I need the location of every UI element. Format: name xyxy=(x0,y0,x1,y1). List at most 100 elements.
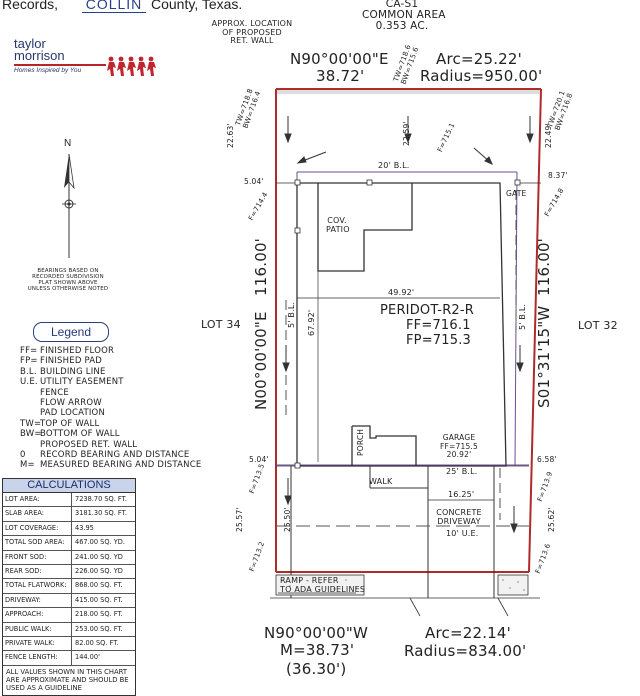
calc-value: 218.00 SQ. FT. xyxy=(75,610,123,619)
calc-label: DRIVEWAY: xyxy=(3,593,72,608)
driveway-width: 16.25' xyxy=(448,490,475,499)
bottom-arc: Arc=22.14' xyxy=(425,624,511,642)
legend-key: TW= xyxy=(20,418,42,429)
calc-value: 226.00 SQ. YD xyxy=(75,566,123,575)
top-distance: 38.72' xyxy=(316,67,365,85)
legend-item: FP=FINISHED PAD xyxy=(20,356,201,366)
dim-504-bottom: 5.04' xyxy=(249,455,269,464)
ramp-note: RAMP - REFER TO ADA GUIDELINES xyxy=(280,576,366,594)
calc-label: SLAB AREA: xyxy=(3,507,72,521)
ramp-dots xyxy=(281,579,525,591)
legend-item: FLOW ARROW xyxy=(20,398,201,408)
walk-label: WALK xyxy=(369,477,393,486)
calc-value: 868.00 SQ. FT. xyxy=(75,581,123,590)
approach-line-left xyxy=(409,597,421,617)
dim-2550: 25.50' xyxy=(283,507,292,532)
calc-row: FRONT SOD:241.00 SQ. YD xyxy=(3,550,135,565)
garage-label: GARAGE FF=715.5 20.92' xyxy=(440,433,478,460)
calc-label: LOT COVERAGE: xyxy=(3,521,72,536)
side-bl-left: 5' B.L. xyxy=(287,301,296,328)
dim-2557: 25.57' xyxy=(235,507,244,532)
calc-row: PRIVATE WALK:82.00 SQ. FT. xyxy=(3,636,135,652)
calc-label: APPROACH: xyxy=(3,608,72,622)
legend-desc: RECORD BEARING AND DISTANCE xyxy=(40,450,190,461)
common-area-label: CA-S1 COMMON AREA 0.353 AC. xyxy=(362,0,446,32)
calc-label: FENCE LENGTH: xyxy=(3,651,72,665)
driveway-label: CONCRETE DRIVEWAY xyxy=(436,508,482,526)
calc-row: TOTAL SOD AREA:467.00 SQ. YD. xyxy=(3,536,135,551)
calc-label: FRONT SOD: xyxy=(3,550,72,564)
legend-desc: PAD LOCATION xyxy=(40,408,106,419)
logo-figures-icon xyxy=(107,56,156,76)
retaining-wall xyxy=(277,90,540,94)
right-distance: 116.00' xyxy=(535,237,553,296)
calc-row: TOTAL FLATWORK:868.00 SQ. FT. xyxy=(3,579,135,594)
house-fp: FP=715.3 xyxy=(406,333,472,348)
calc-value: 7238.70 SQ. FT. xyxy=(75,495,127,503)
bottom-bearing: N90°00'00"W xyxy=(264,624,369,642)
calc-value: 467.00 SQ. YD. xyxy=(75,538,125,547)
house-width: 49.92' xyxy=(388,288,415,297)
logo-line1: taylor xyxy=(14,36,46,51)
bottom-radius: Radius=834.00' xyxy=(404,642,527,660)
legend-desc: FINISHED PAD xyxy=(40,356,103,367)
dimension-lines xyxy=(276,182,541,501)
left-bearing: N00°00'00"E xyxy=(252,311,270,410)
legend-key: BW= xyxy=(20,429,42,440)
logo-tagline: Homes Inspired by You xyxy=(14,67,82,74)
legend-item: M= MEASURED BEARING AND DISTANCE xyxy=(20,460,201,470)
calc-value: 253.00 SQ. FT. xyxy=(75,624,123,633)
dim-2562: 25.62' xyxy=(547,507,556,532)
calc-label: TOTAL FLATWORK: xyxy=(3,579,72,593)
bearing-basis-note: BEARINGS BASED ON RECORDED SUBDIVISION P… xyxy=(27,268,109,292)
legend-item: PROPOSED RET. WALL xyxy=(20,440,201,450)
rear-building-line: 20' B.L. xyxy=(378,161,410,170)
legend-desc: FENCE xyxy=(40,387,69,398)
front-building-line: 25' B.L. xyxy=(446,467,478,476)
top-bearing: N90°00'00"E xyxy=(290,50,389,68)
dim-2259: 22.59' xyxy=(402,121,411,146)
north-letter: N xyxy=(64,138,72,149)
calc-row: DRIVEWAY:415.00 SQ. FT. xyxy=(3,593,135,609)
legend-desc: UTILITY EASEMENT xyxy=(40,377,124,388)
legend-key: FP= xyxy=(20,356,38,367)
calculations-table: CALCULATIONS LOT AREA:7238.70 SQ. FT.SLA… xyxy=(2,478,136,696)
legend-item: PAD LOCATION xyxy=(20,408,201,418)
logo-line2: morrison xyxy=(14,48,65,63)
legend-key: M= xyxy=(20,460,35,471)
calculations-note: ALL VALUES SHOWN IN THIS CHART ARE APPRO… xyxy=(6,667,129,692)
legend-desc: TOP OF WALL xyxy=(40,418,100,429)
flow-arrows xyxy=(282,116,534,534)
side-bl-right: 5' B.L. xyxy=(518,303,527,330)
ret-wall-note: APPROX. LOCATION OF PROPOSED RET. WALL xyxy=(211,19,293,46)
right-bearing: S01°31'15"W xyxy=(535,305,553,408)
legend-item: BW=BOTTOM OF WALL xyxy=(20,429,201,439)
utility-easement-label: 10' U.E. xyxy=(446,529,479,538)
county-suffix: County, Texas. xyxy=(151,0,243,12)
records-prefix: Records, xyxy=(2,0,59,12)
house-name: PERIDOT-R2-R xyxy=(380,303,475,318)
property-boundary xyxy=(275,88,542,573)
calc-label: TOTAL SOD AREA: xyxy=(3,536,72,550)
left-distance: 116.00' xyxy=(252,237,270,296)
county-name: COLLIN xyxy=(82,0,146,13)
dim-504-top: 5.04' xyxy=(244,177,264,186)
logo: taylor morrison Homes Inspired by You xyxy=(14,36,156,80)
legend-desc: MEASURED BEARING AND DISTANCE xyxy=(40,460,202,471)
calc-label: PUBLIC WALK: xyxy=(3,622,72,636)
calc-value: 415.00 SQ. FT. xyxy=(75,595,123,604)
calculations-rows: LOT AREA:7238.70 SQ. FT.SLAB AREA:3181.3… xyxy=(3,493,135,666)
ramp-boxes xyxy=(275,574,529,596)
legend-title: Legend xyxy=(33,322,109,342)
approach-line-right xyxy=(497,597,509,617)
dim-837: 8.37' xyxy=(548,171,568,180)
legend-desc: PROPOSED RET. WALL xyxy=(40,439,138,450)
calc-value: 82.00 SQ. FT. xyxy=(75,638,119,647)
fence-post-markers xyxy=(294,179,521,469)
bottom-measured: M=38.73' xyxy=(280,641,355,659)
legend-desc: FLOW ARROW xyxy=(40,398,102,409)
cov-patio-label: COV. PATIO xyxy=(326,216,350,234)
calc-value: 43.95 xyxy=(75,523,94,532)
